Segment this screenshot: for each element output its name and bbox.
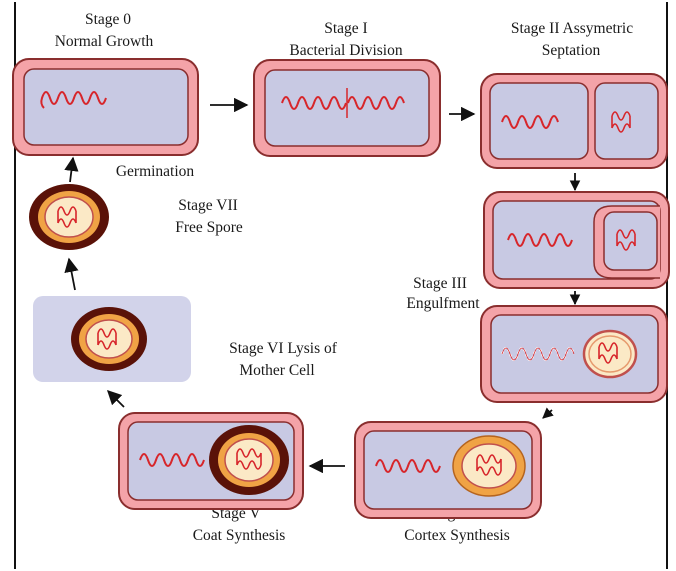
stage-3-cell-late (480, 305, 668, 403)
stage-6-lysed-cell (33, 296, 191, 382)
stage-6-title: Stage VI Lysis of (229, 340, 338, 357)
stage-4-cell (354, 421, 542, 519)
stage-4-subtitle: Cortex Synthesis (404, 527, 510, 544)
stage-2-title: Stage II Assymetric (511, 20, 633, 37)
process-arrows (64, 97, 581, 474)
chromosome (501, 115, 559, 129)
germination-label: Germination (116, 163, 195, 180)
forespore-chromosome (598, 342, 618, 364)
stage-3-cell-early (483, 191, 670, 289)
chromosome (375, 459, 441, 473)
arrow-stage5-to-stage6 (106, 389, 125, 408)
stage-2-label: Stage II Assymetric Septation (511, 20, 633, 59)
stage-0-label: Stage 0 Normal Growth (55, 11, 154, 50)
stage-3-label: Stage III Engulfment (406, 275, 480, 312)
stage-1-label: Stage I Bacterial Division (289, 20, 402, 59)
chromosome (507, 233, 573, 247)
stage-5-cell (118, 412, 304, 510)
stage-2-cell (480, 73, 668, 169)
stage-0-subtitle: Normal Growth (55, 33, 154, 50)
forespore-chromosome (611, 111, 631, 133)
chromosome (139, 453, 205, 467)
spore-chromosome (97, 328, 117, 350)
spore-chromosome (476, 454, 502, 476)
arrow-stage3-to-stage4 (542, 407, 554, 419)
stage-2-subtitle: Septation (542, 42, 601, 59)
stage-1-subtitle: Bacterial Division (289, 42, 402, 59)
diagram-frame (14, 2, 668, 569)
arrow-stage6-to-stage7 (64, 257, 79, 291)
arrow-germination (64, 156, 79, 183)
stage-0-cell (12, 58, 199, 156)
spore-chromosome (236, 448, 262, 470)
stage-1-title: Stage I (324, 20, 367, 37)
stage-7-label: Stage VII Free Spore (175, 197, 243, 236)
stage-7-title: Stage VII (178, 197, 238, 214)
stage-7-free-spore (29, 184, 109, 250)
stage-3-title: Stage III (413, 275, 467, 292)
stage-0-title: Stage 0 (85, 11, 131, 28)
spore-chromosome (57, 206, 77, 228)
stage-7-subtitle: Free Spore (175, 219, 243, 236)
chromosome (281, 96, 347, 110)
stage-1-cell (253, 59, 441, 157)
forespore-chromosome (616, 229, 636, 251)
stage-6-subtitle: Mother Cell (239, 362, 314, 379)
chromosome (347, 96, 405, 110)
stage-3-subtitle: Engulfment (406, 295, 480, 312)
stage-5-subtitle: Coat Synthesis (193, 527, 286, 544)
chromosome (40, 91, 107, 109)
stage-6-label: Stage VI Lysis of Mother Cell (229, 340, 338, 379)
stage-5-label: Stage V Coat Synthesis (193, 505, 286, 544)
